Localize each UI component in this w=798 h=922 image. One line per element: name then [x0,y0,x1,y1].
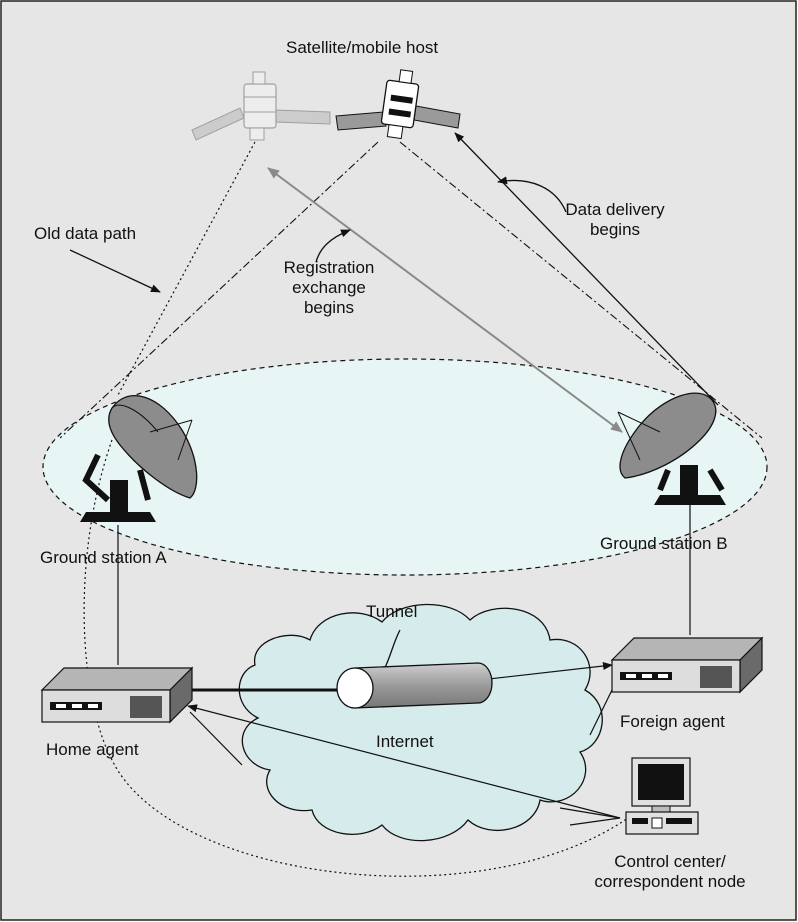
internet-cloud [238,603,603,842]
old-data-path-pointer [69,249,161,293]
control-to-cloud-2 [569,817,621,826]
old-data-path-label: Old data path [34,224,137,243]
control-center-line-1: Control center/ [614,852,726,871]
satellite-label: Satellite/mobile host [286,38,439,57]
data-delivery-pointer [497,176,567,213]
old-data-path-return [83,439,629,877]
data-delivery-line-2: begins [589,220,641,239]
control-to-cloud-1 [559,807,621,819]
registration-line-2: exchange [292,278,366,297]
control-to-home-agent [187,704,621,819]
control-center-line-2: correspondent node [594,872,746,891]
ground-station-a-label: Ground station A [40,548,167,567]
foreign-agent-device [610,636,764,694]
satellite-old-position [191,71,331,141]
tunnel-label: Tunnel [366,602,418,621]
control-center-label: Control center/ correspondent node [580,852,760,892]
registration-label: Registration exchange begins [264,258,394,318]
control-center-computer [625,757,699,835]
foreign-agent-to-cloud [589,689,613,736]
ground-station-b-dish [617,392,726,505]
satellite-current [335,69,461,140]
data-delivery-label: Data delivery begins [560,200,670,240]
home-agent-to-cloud [189,711,243,766]
ground-station-a-dish [80,394,198,522]
tunnel-to-foreign-agent [479,662,613,681]
registration-pointer [315,229,351,263]
home-agent-device [40,666,194,724]
foreign-agent-label: Foreign agent [620,712,725,731]
tunnel-pipe [336,662,493,709]
data-delivery-line-1: Data delivery [565,200,665,219]
registration-exchange-arrow [267,167,623,433]
ground-station-b-label: Ground station B [600,534,728,553]
registration-line-1: Registration [283,258,375,277]
registration-line-3: begins [303,298,355,317]
home-agent-label: Home agent [46,740,139,759]
internet-label: Internet [376,732,434,751]
